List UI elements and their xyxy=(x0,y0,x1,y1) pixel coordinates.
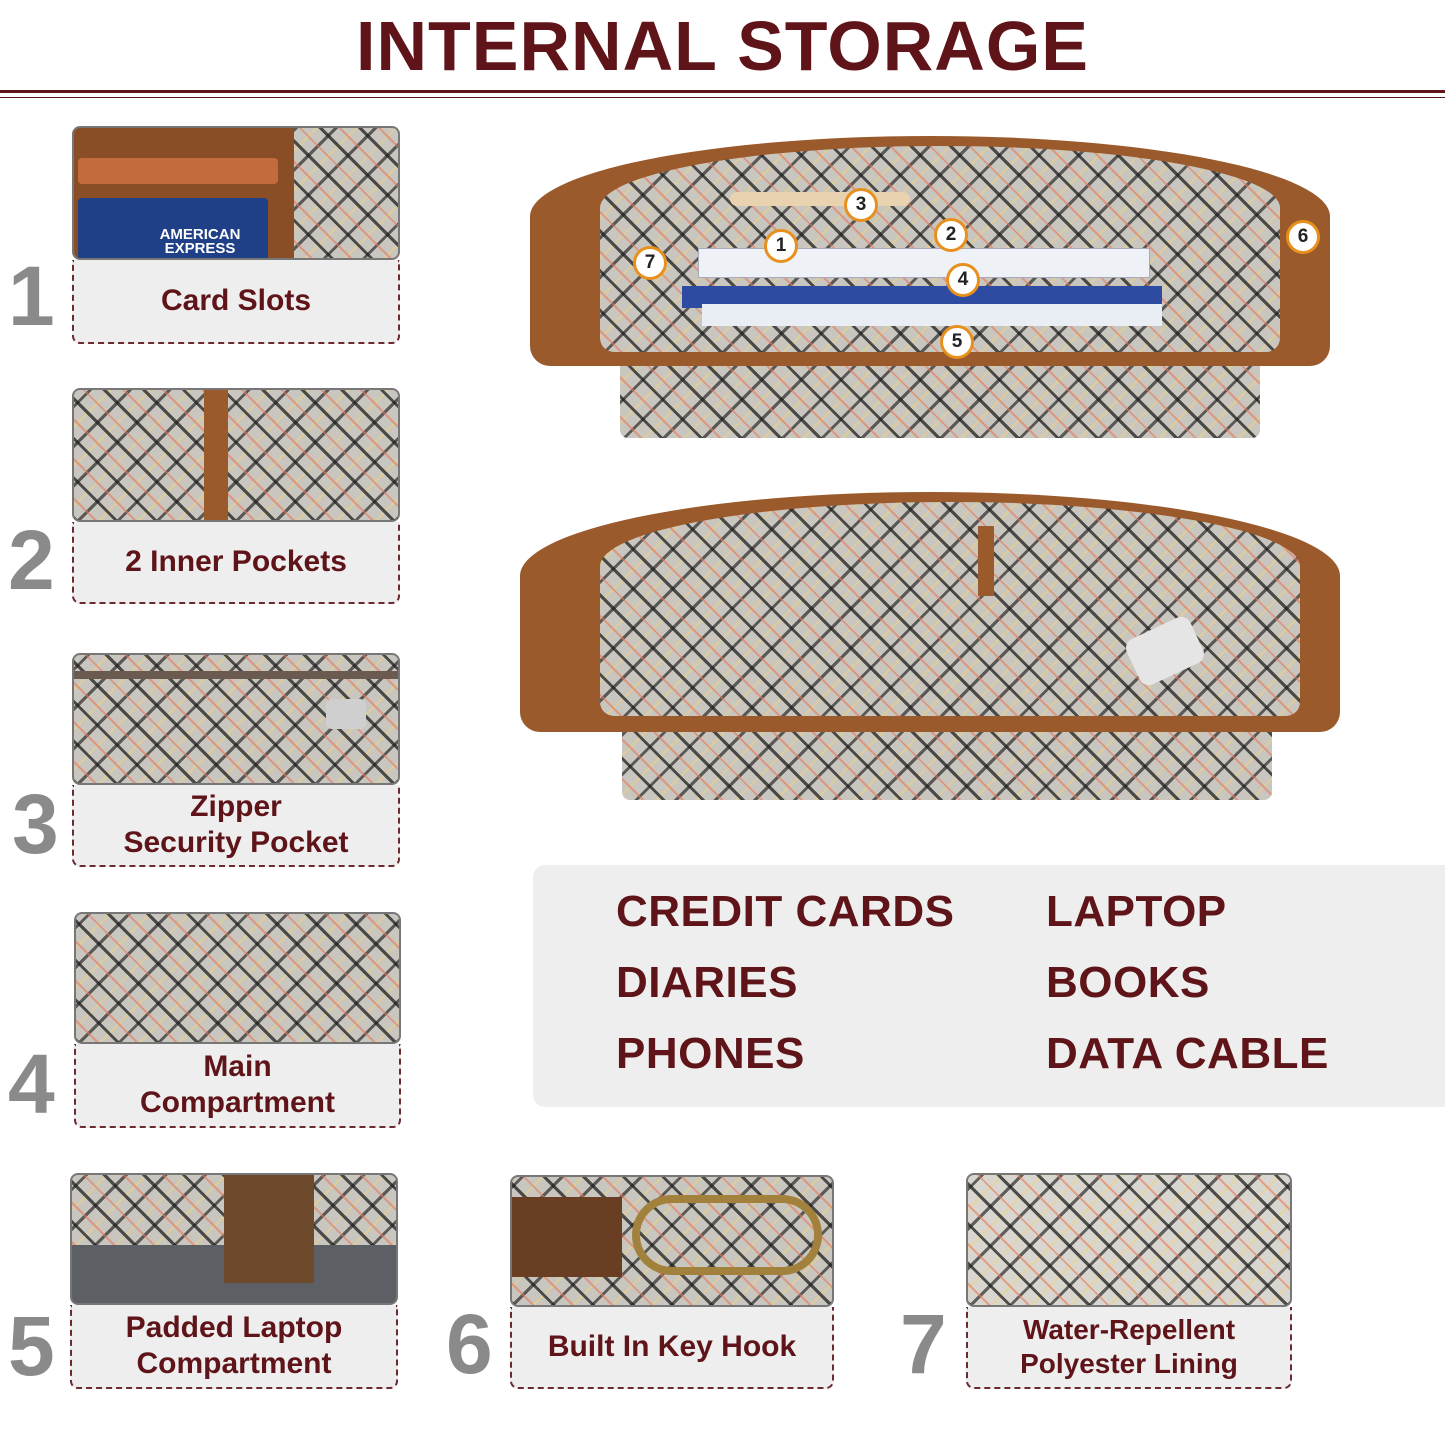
item-data-cable: DATA CABLE xyxy=(1046,1029,1329,1078)
item-diaries: DIARIES xyxy=(616,958,798,1007)
feature-card-card-slots: AMERICAN EXPRESS Card Slots xyxy=(72,126,400,344)
feature-label: Zipper Security Pocket xyxy=(123,790,349,859)
title-rule xyxy=(0,90,1445,93)
lining-label-box: Water-Repellent Polyester Lining xyxy=(966,1307,1292,1389)
feature-number: 6 xyxy=(446,1297,493,1391)
bag-marker-5: 5 xyxy=(940,325,974,359)
feature-number: 1 xyxy=(8,249,55,343)
bag-marker-2: 2 xyxy=(934,218,968,252)
bag-marker-6: 6 xyxy=(1286,220,1320,254)
bag-marker-3: 3 xyxy=(844,188,878,222)
lining-photo xyxy=(966,1173,1292,1307)
card-slots-photo: AMERICAN EXPRESS xyxy=(72,126,400,260)
zipper-pocket-photo xyxy=(72,653,400,785)
bag-image-bottom xyxy=(510,486,1350,802)
feature-label: Water-Repellent Polyester Lining xyxy=(1020,1314,1238,1379)
title-rule-thin xyxy=(0,97,1445,98)
item-books: BOOKS xyxy=(1046,958,1210,1007)
key-hook-label-box: Built In Key Hook xyxy=(510,1307,834,1389)
feature-label: 2 Inner Pockets xyxy=(125,545,347,578)
item-credit-cards: CREDIT CARDS xyxy=(616,887,955,936)
laptop-compartment-photo xyxy=(70,1173,398,1305)
item-phones: PHONES xyxy=(616,1029,805,1078)
zipper-pocket-label-box: Zipper Security Pocket xyxy=(72,785,400,867)
bag-image-top: 1 2 3 4 5 6 7 xyxy=(520,118,1340,440)
inner-pockets-photo xyxy=(72,388,400,522)
feature-label: Padded Laptop Compartment xyxy=(125,1311,343,1380)
page-title: INTERNAL STORAGE xyxy=(356,7,1089,85)
feature-label: Card Slots xyxy=(160,284,312,317)
main-compartment-photo xyxy=(74,912,401,1044)
items-panel xyxy=(533,865,1445,1107)
feature-number: 7 xyxy=(900,1297,947,1391)
feature-card-lining: Water-Repellent Polyester Lining xyxy=(966,1173,1292,1389)
laptop-compartment-label-box: Padded Laptop Compartment xyxy=(70,1305,398,1389)
feature-number: 3 xyxy=(12,777,59,871)
bag-marker-7: 7 xyxy=(633,246,667,280)
item-laptop: LAPTOP xyxy=(1046,887,1227,936)
key-hook-photo xyxy=(510,1175,834,1307)
bag-marker-1: 1 xyxy=(764,229,798,263)
feature-label: Built In Key Hook xyxy=(547,1330,797,1363)
feature-card-inner-pockets: 2 Inner Pockets xyxy=(72,388,400,604)
feature-card-laptop-compartment: Padded Laptop Compartment xyxy=(70,1173,398,1389)
feature-card-zipper-pocket: Zipper Security Pocket xyxy=(72,653,400,867)
feature-card-main-compartment: Main Compartment xyxy=(74,912,401,1128)
feature-number: 2 xyxy=(8,513,55,607)
card-brand-text: AMERICAN EXPRESS xyxy=(159,226,241,257)
inner-pockets-label-box: 2 Inner Pockets xyxy=(72,522,400,604)
card-slots-label-box: Card Slots xyxy=(72,260,400,344)
feature-number: 5 xyxy=(8,1299,55,1393)
main-compartment-label-box: Main Compartment xyxy=(74,1044,401,1128)
feature-label: Main Compartment xyxy=(139,1050,335,1119)
feature-card-key-hook: Built In Key Hook xyxy=(510,1175,834,1389)
bag-marker-4: 4 xyxy=(946,263,980,297)
feature-number: 4 xyxy=(8,1037,55,1131)
